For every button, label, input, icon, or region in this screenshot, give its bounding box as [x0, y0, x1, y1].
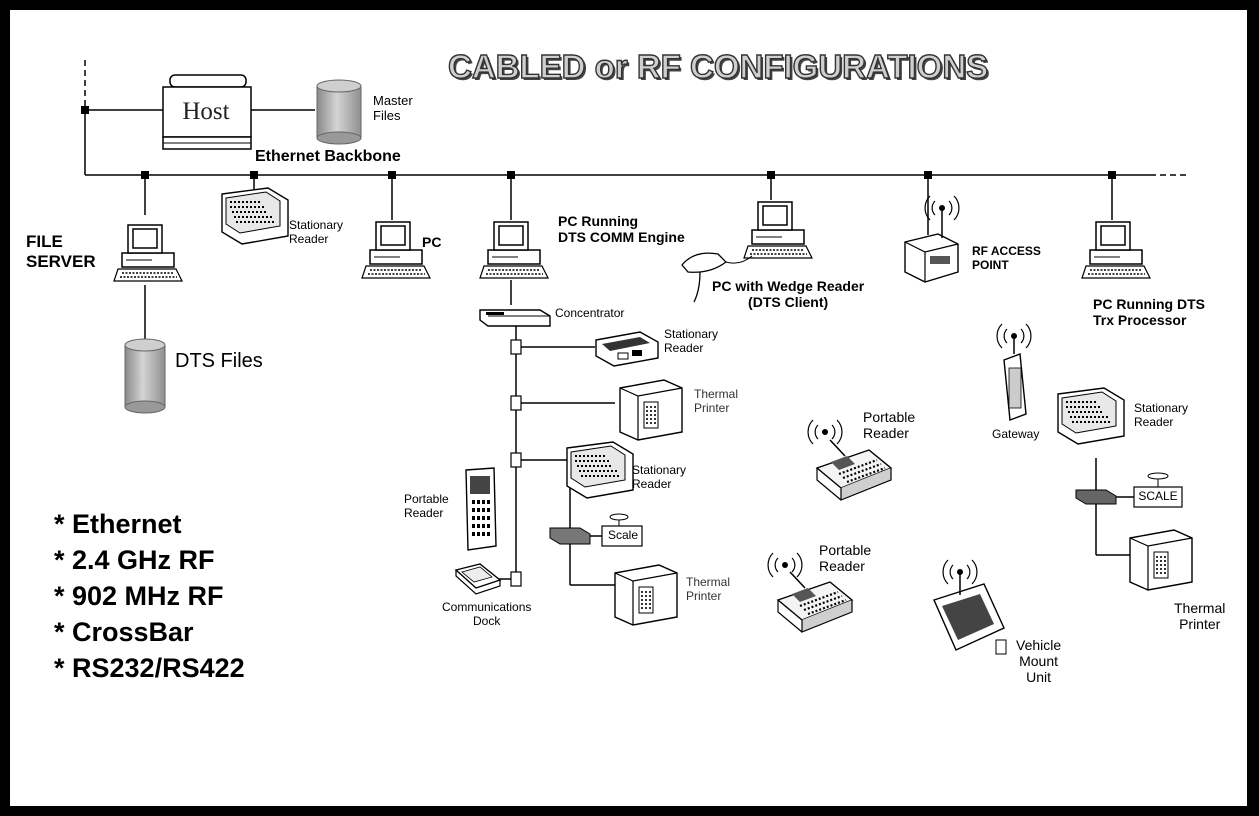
thermal-printer-right-icon [1129, 529, 1193, 591]
bullet-item: * 902 MHz RF [54, 581, 224, 611]
pc-comm-engine-icon [479, 221, 549, 279]
thermal-printer-2-icon [614, 564, 678, 626]
pc-wedge-icon [743, 201, 813, 259]
stationary-reader-top-icon [221, 187, 289, 245]
scale-right-icon [1075, 458, 1183, 556]
host-icon [162, 74, 252, 150]
stationary-reader-2-icon [566, 441, 634, 499]
communications-dock-icon [454, 563, 502, 595]
gateway-label: Gateway [992, 427, 1040, 441]
wedge-scanner-icon [681, 252, 753, 303]
scale-right-label: SCALE [1138, 489, 1178, 503]
concentrator-label: Concentrator [555, 306, 625, 320]
bullet-item: * 2.4 GHz RF [54, 545, 215, 575]
portable-reader-left-icon [465, 467, 497, 551]
pc-trx-processor-icon [1081, 221, 1151, 279]
stationary-reader-1-icon [595, 331, 659, 367]
pc-label: PC [422, 234, 442, 250]
stationary-reader-right-icon [1057, 387, 1125, 445]
bullet-item: * RS232/RS422 [54, 653, 245, 683]
host-label: Host [182, 98, 230, 125]
ethernet-backbone-label: Ethernet Backbone [255, 148, 401, 165]
scale-left-icon [549, 513, 643, 547]
portable-reader-mid1-icon [807, 419, 893, 502]
concentrator-icon [479, 309, 551, 327]
connectivity-list: * Ethernet * 2.4 GHz RF * 902 MHz RF * C… [54, 506, 245, 686]
vehicle-mount-icon [933, 559, 1007, 655]
rf-access-point-icon [904, 195, 960, 283]
pc-icon [361, 221, 431, 279]
diagram-title: CABLED or RF CONFIGURATIONS [447, 47, 989, 85]
file-server-icon [113, 224, 183, 282]
master-files-icon [316, 79, 362, 145]
dts-files-label: DTS Files [175, 350, 263, 372]
dts-files-icon [124, 338, 166, 414]
bullet-item: * Ethernet [54, 509, 182, 539]
bullet-item: * CrossBar [54, 617, 194, 647]
pc-wedge-label: PC with Wedge Reader(DTS Client) [712, 278, 865, 311]
scale-left-label: Scale [607, 528, 639, 542]
gateway-icon [996, 323, 1032, 421]
ethernet-backbone-line [81, 60, 1190, 235]
network-diagram [81, 60, 1193, 655]
thermal-printer-1-icon [619, 379, 683, 441]
portable-reader-mid2-icon [767, 552, 854, 634]
